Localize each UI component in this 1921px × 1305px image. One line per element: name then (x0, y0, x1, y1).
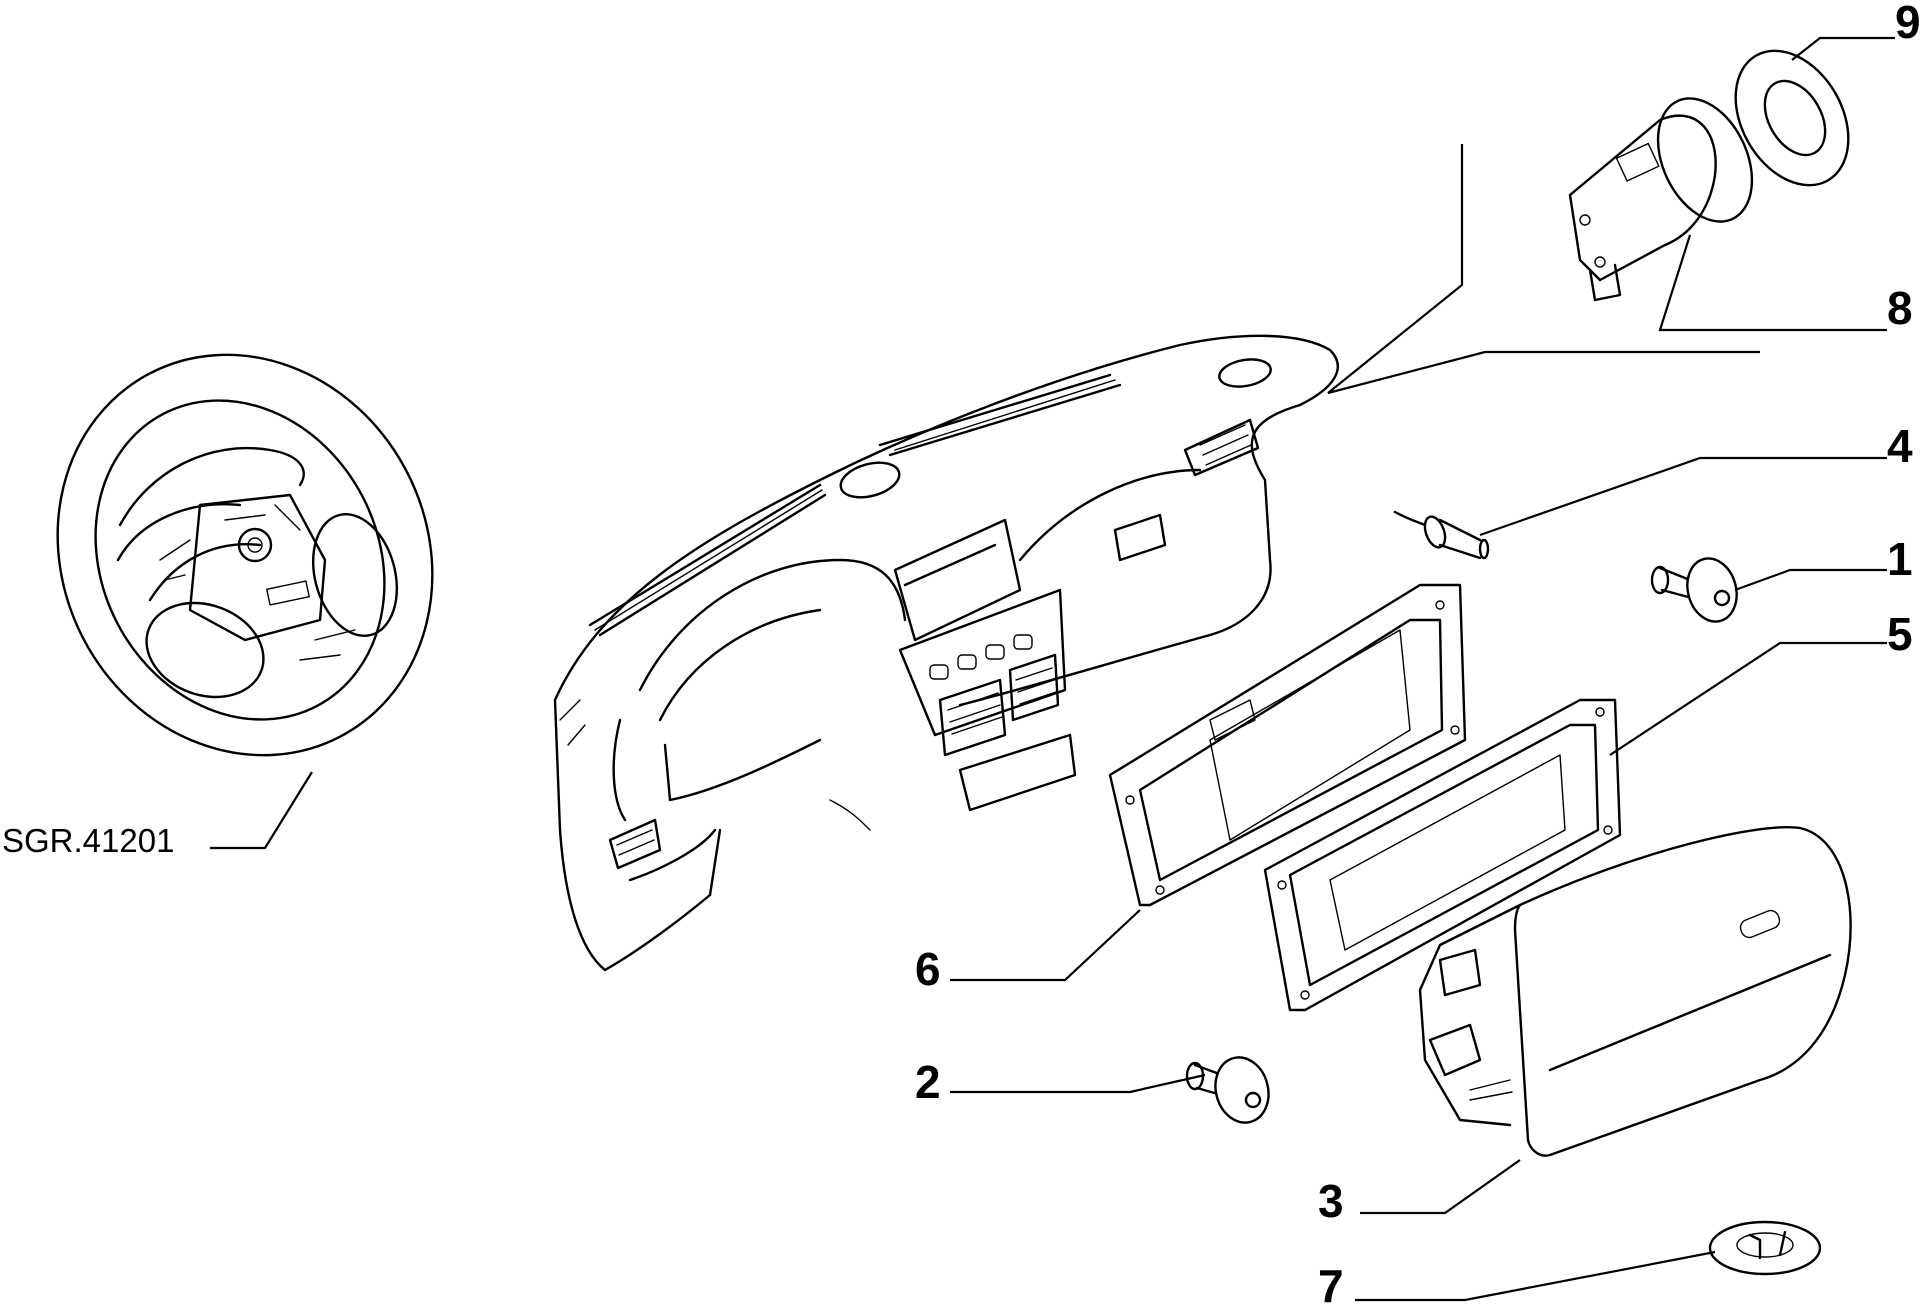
leader-sgr (210, 771, 313, 850)
group-bracket (1327, 144, 1760, 395)
dashboard (553, 334, 1339, 972)
leader-lines (210, 36, 1895, 1302)
leader-5 (1609, 641, 1887, 756)
leader-1 (1734, 568, 1887, 592)
fastener-screw (1650, 557, 1738, 623)
ring-washer (1734, 49, 1850, 187)
key-switch (1568, 97, 1754, 302)
leader-3 (1360, 1159, 1521, 1215)
callout-4: 4 (1887, 420, 1913, 472)
callout-5: 5 (1887, 608, 1913, 660)
leader-9 (1791, 36, 1895, 61)
steering-wheel (56, 353, 434, 757)
push-clip (1393, 510, 1490, 560)
cap (1708, 1220, 1822, 1276)
leader-7 (1355, 1250, 1716, 1302)
callout-3: 3 (1318, 1175, 1344, 1227)
mounting-frame (1263, 698, 1622, 1012)
callout-9: 9 (1895, 0, 1921, 48)
fastener-screw (1185, 1056, 1270, 1124)
callout-8: 8 (1887, 282, 1913, 334)
leader-8 (1658, 234, 1887, 332)
leader-4 (1479, 456, 1887, 537)
reference-code: SGR.41201 (2, 822, 174, 859)
airbag-module (1418, 826, 1852, 1157)
callout-2: 2 (915, 1056, 941, 1108)
callout-1: 1 (1887, 533, 1913, 585)
leader-2 (950, 1073, 1206, 1094)
callout-7: 7 (1318, 1260, 1344, 1305)
leader-6 (950, 909, 1141, 982)
callout-6: 6 (915, 943, 941, 995)
mounting-frame (1108, 583, 1467, 907)
